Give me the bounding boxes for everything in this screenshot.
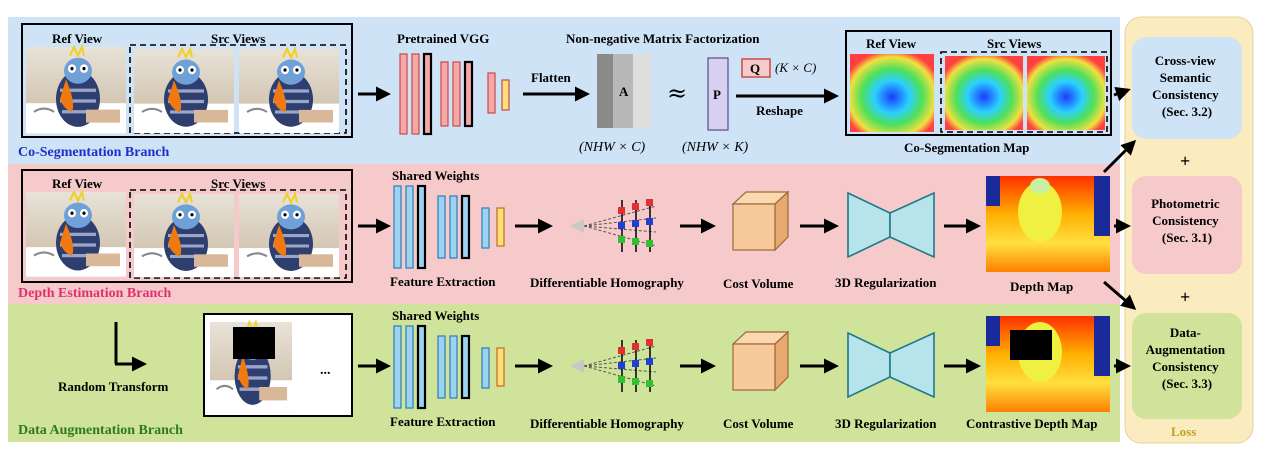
flatten-label: Flatten <box>531 70 571 85</box>
coseg-map-src-1 <box>945 56 1023 130</box>
depth-reg-right <box>889 191 935 259</box>
dim-p: (NHW × K) <box>682 140 749 155</box>
coseg-src-frame <box>129 44 347 134</box>
coseg-branch-title: Co-Segmentation Branch <box>18 145 169 160</box>
dim-q: (K × C) <box>775 60 816 75</box>
reshape-label: Reshape <box>756 103 803 118</box>
coseg-output-ref-label: Ref View <box>866 36 917 51</box>
coseg-src-label: Src Views <box>211 31 265 46</box>
loss-item-semantic <box>1132 37 1242 139</box>
coseg-input-frame <box>21 23 353 138</box>
aug-transform-arrow <box>114 322 147 372</box>
vgg-network <box>399 52 510 136</box>
coseg-output-label: Co-Segmentation Map <box>904 140 1029 155</box>
depth-branch-title: Depth Estimation Branch <box>18 286 171 301</box>
loss-plus-2: + <box>1180 287 1190 307</box>
depth-input-frame <box>21 169 353 283</box>
aug-feature-network <box>393 324 505 410</box>
coseg-map-ref <box>850 54 934 132</box>
depth-ref-label: Ref View <box>52 176 103 191</box>
depth-homography-icon <box>570 199 657 252</box>
depth-homography-label: Differentiable Homography <box>530 275 684 290</box>
matrix-q <box>741 58 771 78</box>
approx-symbol: ≈ <box>667 79 687 107</box>
coseg-output-src-frame <box>940 51 1108 133</box>
depth-src-frame <box>129 189 347 279</box>
aug-output-label: Contrastive Depth Map <box>966 416 1097 431</box>
depth-feature-label: Feature Extraction <box>390 274 496 289</box>
loss-item-semantic-text: Cross-view Semantic Consistency (Sec. 3.… <box>1152 53 1222 119</box>
aug-homography-label: Differentiable Homography <box>530 416 684 431</box>
aug-feature-label: Feature Extraction <box>390 414 496 429</box>
coseg-ref-image <box>24 45 128 136</box>
loss-arrow-semantic <box>1113 86 1131 102</box>
matrix-p-label: P <box>713 87 721 102</box>
loss-plus-1: + <box>1180 151 1190 171</box>
aug-reg-label: 3D Regularization <box>835 416 937 431</box>
nmf-label: Non-negative Matrix Factorization <box>566 31 760 46</box>
matrix-a <box>597 54 651 128</box>
depth-src-label: Src Views <box>211 176 265 191</box>
depth-map-image <box>986 176 1110 272</box>
depth-shared-label: Shared Weights <box>392 168 479 183</box>
aug-branch-title: Data Augmentation Branch <box>18 423 183 438</box>
depth-reg-label: 3D Regularization <box>835 275 937 290</box>
depth-src-image-1 <box>132 192 236 279</box>
aug-reg-right <box>889 331 935 399</box>
aug-shared-label: Shared Weights <box>392 308 479 323</box>
vgg-label: Pretrained VGG <box>397 31 489 46</box>
loss-title: Loss <box>1171 424 1196 439</box>
coseg-ref-label: Ref View <box>52 31 103 46</box>
loss-item-augmentation <box>1132 313 1242 419</box>
depth-src-image-2 <box>237 192 341 279</box>
depth-output-label: Depth Map <box>1010 279 1073 294</box>
dim-a: (NHW × C) <box>579 140 646 155</box>
loss-arrow-depth-augmentation <box>1103 280 1137 310</box>
depth-cost-label: Cost Volume <box>723 276 794 291</box>
matrix-a-label: A <box>619 84 629 99</box>
aug-homography-icon <box>570 339 657 392</box>
aug-mask-block <box>233 327 275 359</box>
coseg-output-frame <box>845 30 1112 136</box>
coseg-map-src-2 <box>1027 56 1105 130</box>
depth-feature-network <box>393 184 505 270</box>
aug-transform-label: Random Transform <box>58 379 169 394</box>
depth-cost-volume <box>731 190 790 252</box>
loss-item-photometric <box>1132 176 1242 274</box>
loss-arrow-depth-semantic <box>1102 139 1137 174</box>
coseg-output-src-label: Src Views <box>987 36 1041 51</box>
matrix-q-label: Q <box>750 61 760 76</box>
contrastive-depth-map-image <box>986 316 1110 412</box>
loss-item-photometric-text: Photometric Consistency (Sec. 3.1) <box>1151 196 1223 245</box>
depth-ref-image <box>24 190 128 279</box>
aug-ellipsis: ... <box>320 363 331 378</box>
loss-item-augmentation-text: Data- Augmentation Consistency (Sec. 3.3… <box>1146 325 1229 391</box>
coseg-src-image-1 <box>132 47 236 135</box>
coseg-src-image-2 <box>237 47 341 135</box>
aug-cost-label: Cost Volume <box>723 416 794 431</box>
matrix-p <box>707 57 729 131</box>
aug-cost-volume <box>731 330 790 392</box>
